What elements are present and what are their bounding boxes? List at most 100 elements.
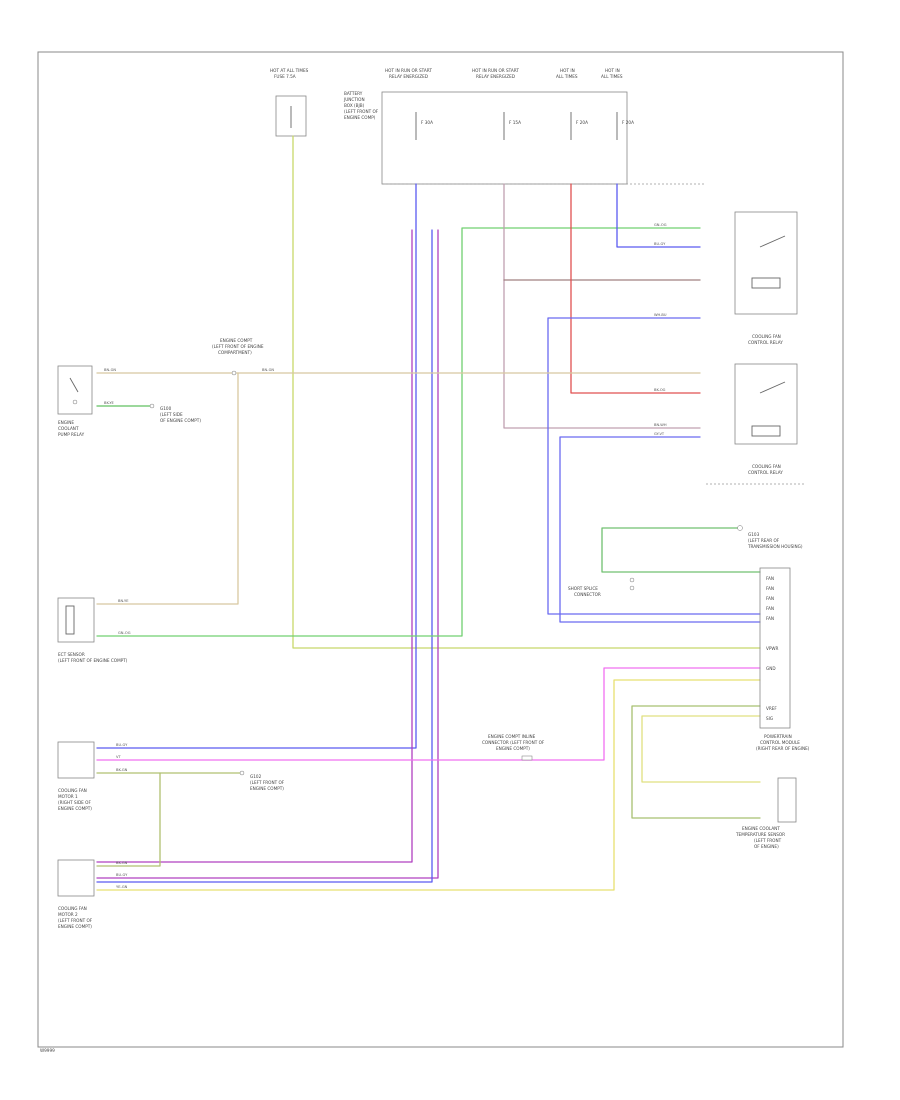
relay-1-switch: [759, 235, 786, 248]
bjb-label-5: ENGINE COMP): [344, 115, 376, 120]
pcm-box: [759, 567, 791, 729]
splice-label-2: CONNECTOR: [574, 592, 601, 597]
motor-2-label-4: ENGINE COMPT): [58, 924, 92, 929]
g100-dot: [149, 403, 155, 409]
engine-coolant-temperature-sensor: ENGINE COOLANT TEMPERATURE SENSOR (LEFT …: [735, 777, 797, 849]
wire-olive-motor-2: [96, 772, 161, 867]
bjb-label-1: BATTERY: [344, 91, 363, 96]
ect-sensor-element: [65, 605, 75, 635]
inline-connector-mark: [521, 755, 533, 761]
coolant-relay-switch: [69, 377, 79, 393]
wire-olive-sensor: [631, 705, 761, 819]
ect-sensor: ECT SENSOR (LEFT FRONT OF ENGINE COMPT): [57, 597, 128, 663]
splice-dot-2: [629, 585, 635, 591]
tag-ect-1: BN-YE: [118, 599, 129, 603]
tag-relay-2-b: BN-WH: [654, 423, 667, 427]
engine-splice-label-2: (LEFT FRONT OF ENGINE: [212, 344, 264, 349]
splice-label-1: SHORT SPLICE: [568, 586, 598, 591]
motor-1-box: [57, 741, 95, 779]
splice-dot-1: [629, 577, 635, 583]
cooling-fan-motor-1: COOLING FAN MOTOR 1 (RIGHT SIDE OF ENGIN…: [57, 741, 95, 811]
engine-splice-dot: [231, 370, 237, 376]
bjb-label-4: (LEFT FRONT OF: [344, 109, 379, 114]
ground-1-label-2: (LEFT REAR OF: [748, 538, 780, 543]
coolant-relay-label-2: COOLANT: [58, 426, 79, 431]
hot-col-3-line-1: HOT IN: [560, 68, 575, 73]
motor-1-label-1: COOLING FAN: [58, 788, 87, 793]
g100-ground: G100 (LEFT SIDE OF ENGINE COMPT): [149, 403, 201, 423]
motor-1-label-3: (RIGHT SIDE OF: [58, 800, 91, 805]
bjb-box: [381, 91, 628, 185]
wire-yellow-motor-2: [96, 679, 761, 891]
relay-1-box: [734, 211, 798, 315]
top-fuse: HOT AT ALL TIMES FUSE 7.5A: [270, 68, 309, 137]
engine-splice-label-1: ENGINE COMPT: [220, 338, 253, 343]
pcm-pin-vpwr: VPWR: [766, 646, 779, 651]
sensor-label-3: (LEFT FRONT: [754, 838, 782, 843]
bjb-fuse-4-label: F 20A: [622, 120, 634, 125]
sensor-label-2: TEMPERATURE SENSOR: [735, 832, 785, 837]
tag-relay-1-b: BU-GY: [654, 242, 666, 246]
wire-brown-relay-2: [503, 183, 701, 429]
relay-2-box: [734, 363, 798, 445]
coolant-relay-contact: [72, 399, 78, 405]
wire-blue-relay-1: [616, 183, 701, 248]
g100-label-1: G100: [160, 406, 172, 411]
tag-g100: BK-YE: [104, 401, 115, 405]
motor-2-label-2: MOTOR 2: [58, 912, 78, 917]
wire-yellow-green-main: [292, 135, 761, 649]
motor-2-label-3: (LEFT FRONT OF: [58, 918, 93, 923]
g100-label-2: (LEFT SIDE: [160, 412, 183, 417]
tag-coolant-2: BN-GN: [262, 368, 274, 372]
tag-motor-2-c: YE-GN: [116, 885, 128, 889]
engine-splice-label-3: COMPARTMENT): [218, 350, 252, 355]
g100-label-3: OF ENGINE COMPT): [160, 418, 201, 423]
inline-label-1: ENGINE COMPT INLINE: [488, 734, 536, 739]
tag-motor-2-b: BU-GY: [116, 873, 128, 877]
ect-label-2: (LEFT FRONT OF ENGINE COMPT): [58, 658, 128, 663]
diagram-code: W9999: [40, 1048, 55, 1053]
g102-label-2: (LEFT FRONT OF: [250, 780, 285, 785]
hot-col-1-line-1: HOT IN RUN OR START: [385, 68, 432, 73]
hot-col-2-line-2: RELAY ENERGIZED: [476, 74, 515, 79]
cooling-fan-motor-2: COOLING FAN MOTOR 2 (LEFT FRONT OF ENGIN…: [57, 859, 95, 929]
tag-relay-2-a: BK-OG: [654, 388, 666, 392]
cooling-fan-relay-1: COOLING FAN CONTROL RELAY: [734, 211, 798, 345]
tag-ect-2: GN-OG: [118, 631, 131, 635]
relay-2-label-2: CONTROL RELAY: [748, 470, 783, 475]
battery-junction-box: BATTERY JUNCTION BOX (BJB) (LEFT FRONT O…: [343, 68, 705, 185]
sensor-label-1: ENGINE COOLANT: [742, 826, 780, 831]
sensor-label-4: OF ENGINE): [754, 844, 779, 849]
ground-1-label-3: TRANSMISSION HOUSING): [747, 544, 803, 549]
bjb-label-3: BOX (BJB): [344, 103, 365, 108]
wire-green-loop: [96, 227, 701, 637]
pcm-pin-3: FAN: [766, 596, 774, 601]
wire-blue-motor-2: [96, 229, 433, 883]
motor-2-label-1: COOLING FAN: [58, 906, 87, 911]
pcm-pin-1: FAN: [766, 576, 774, 581]
motor-1-label-4: ENGINE COMPT): [58, 806, 92, 811]
motor-2-box: [57, 859, 95, 897]
pcm-pin-gnd: GND: [766, 666, 776, 671]
g102-dot: [239, 770, 245, 776]
wire-yellow-sensor: [641, 715, 761, 783]
wire-violet-2: [96, 229, 439, 879]
wire-tan-ect: [96, 372, 239, 605]
pcm-label-3: (RIGHT REAR OF ENGINE): [756, 746, 810, 751]
hot-col-4-line-1: HOT IN: [605, 68, 620, 73]
diagram-frame: [37, 51, 844, 1048]
relay-1-label-1: COOLING FAN: [752, 334, 781, 339]
inline-label-3: ENGINE COMPT): [496, 746, 530, 751]
pcm-pin-4: FAN: [766, 606, 774, 611]
wire-blue-motor-1: [96, 183, 417, 749]
bjb-fuse-1-label: F 30A: [421, 120, 433, 125]
short-splice-connector: SHORT SPLICE CONNECTOR: [568, 577, 635, 597]
ect-sensor-box: [57, 597, 95, 643]
tag-motor-1-b: VT: [116, 755, 121, 759]
hot-col-4-line-2: ALL TIMES: [601, 74, 623, 79]
relay-1-label-2: CONTROL RELAY: [748, 340, 783, 345]
tag-coolant-1: BN-GN: [104, 368, 116, 372]
coolant-relay-label-1: ENGINE: [58, 420, 74, 425]
tag-motor-2-a: BK-GN: [116, 861, 128, 865]
ground-dot-1: [737, 525, 743, 531]
